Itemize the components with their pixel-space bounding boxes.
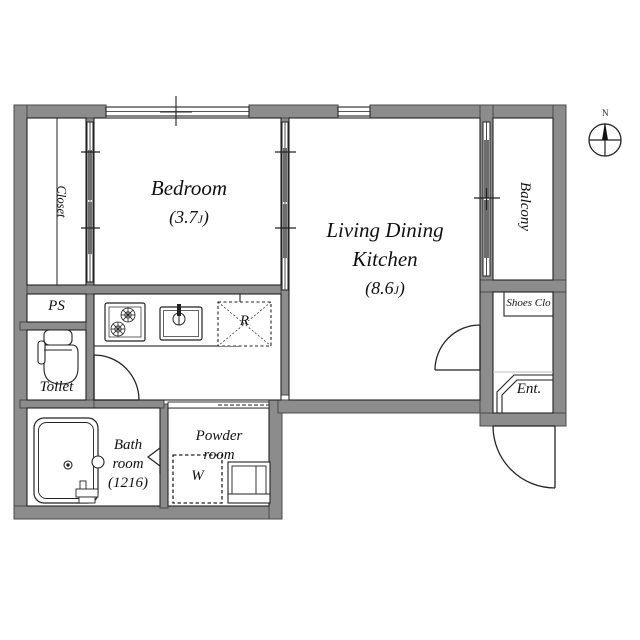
bathroom-label-line1: Bath bbox=[113, 437, 143, 453]
stove-icon bbox=[104, 302, 146, 342]
balcony-sliding-door[interactable] bbox=[474, 121, 500, 277]
wall-left-exterior bbox=[13, 104, 28, 520]
wall-top-right bbox=[369, 104, 567, 119]
entrance-label: Ent. bbox=[516, 381, 542, 397]
bedroom-ldk-sliding-door[interactable] bbox=[275, 121, 296, 291]
room-outlines bbox=[26, 117, 554, 507]
wall-entry-bottom bbox=[479, 412, 567, 427]
ldk-area-label: (8.6J) bbox=[365, 278, 405, 298]
outline-ldk bbox=[288, 117, 481, 401]
windows bbox=[105, 96, 371, 126]
front-entrance-door[interactable] bbox=[492, 425, 556, 489]
window-centre-marks bbox=[160, 96, 192, 126]
powder-room-label-line1: Powder bbox=[195, 428, 243, 444]
washer-space bbox=[172, 454, 223, 504]
wall-balcony-bottom bbox=[479, 279, 567, 293]
bathtub-icon bbox=[33, 417, 105, 504]
ps-label: PS bbox=[48, 298, 65, 314]
ldk-label-line1: Living Dining bbox=[326, 218, 444, 242]
powder-room-opening[interactable] bbox=[167, 401, 270, 409]
entrance-step bbox=[496, 374, 553, 413]
closet-sliding-door[interactable] bbox=[81, 121, 100, 283]
wall-top-mid bbox=[248, 104, 339, 119]
ldk-area-unit: J bbox=[393, 283, 399, 297]
wall-powder-right bbox=[268, 399, 283, 520]
washer-label: W bbox=[191, 468, 204, 484]
compass-north-label: N bbox=[602, 108, 609, 118]
vanity-icon bbox=[227, 461, 271, 504]
toilet-door[interactable] bbox=[93, 354, 140, 401]
bedroom-area-label: (3.7J) bbox=[169, 207, 209, 227]
ldk-entry-door[interactable] bbox=[434, 324, 481, 371]
bedroom-area-unit: J bbox=[197, 212, 203, 226]
bathroom-door-marker[interactable] bbox=[147, 440, 161, 474]
bathroom-label-line2: room bbox=[112, 456, 144, 472]
toilet-fixture-icon bbox=[37, 329, 79, 385]
wall-corridor-bottom bbox=[93, 399, 165, 409]
wall-ps-toilet bbox=[19, 321, 95, 331]
shoes-closet-box bbox=[503, 291, 554, 317]
outline-balcony bbox=[492, 117, 554, 281]
wall-bedroom-bottom bbox=[26, 284, 290, 295]
refrigerator-space bbox=[217, 301, 272, 347]
outline-ps bbox=[26, 293, 87, 323]
wall-ldk-bottom bbox=[277, 399, 494, 414]
outline-bedroom bbox=[93, 117, 282, 286]
refrigerator-label: R bbox=[239, 313, 250, 329]
ldk-label-line2: Kitchen bbox=[352, 247, 418, 271]
powder-room-label-line2: room bbox=[203, 447, 235, 463]
bathroom-size-label: (1216) bbox=[108, 475, 148, 491]
wall-kitchen-right-stub bbox=[280, 284, 290, 396]
wall-top-left bbox=[13, 104, 107, 119]
sink-icon bbox=[159, 304, 203, 341]
wall-bath-powder bbox=[159, 403, 169, 509]
wall-right-exterior bbox=[552, 104, 567, 427]
wall-bottom-left-wing bbox=[13, 505, 283, 520]
toilet-label: Toilet bbox=[39, 379, 74, 395]
bedroom-label: Bedroom bbox=[150, 176, 228, 200]
balcony-label: Balcony bbox=[517, 181, 534, 232]
closet-label: Closet bbox=[54, 185, 69, 218]
wall-toilet-bottom bbox=[19, 399, 95, 409]
shoes-closet-label: Shoes Clo bbox=[506, 297, 551, 309]
compass-icon bbox=[588, 122, 622, 157]
